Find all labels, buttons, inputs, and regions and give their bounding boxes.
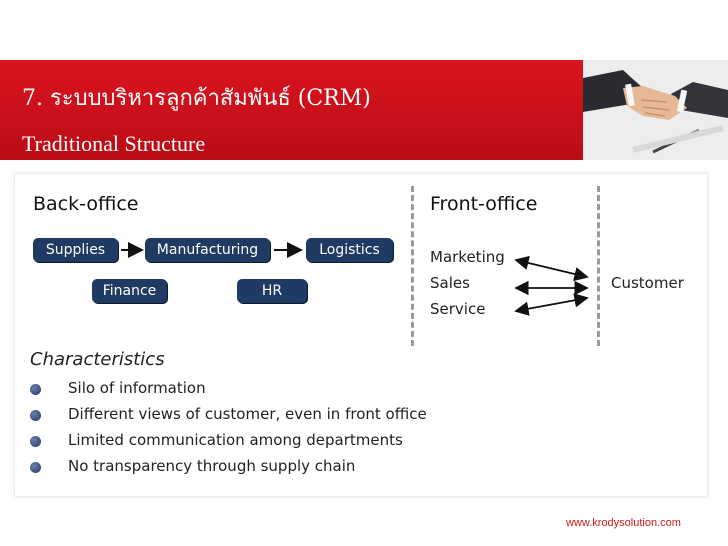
header-band (0, 60, 583, 160)
front-office-heading: Front-office (430, 193, 538, 215)
characteristics-title: Characteristics (30, 349, 165, 370)
hr-box: HR (237, 279, 307, 303)
customer-divider-line (597, 186, 600, 346)
back-office-heading: Back-office (33, 193, 139, 215)
marketing-label: Marketing (430, 248, 505, 266)
finance-box: Finance (92, 279, 167, 303)
handshake-image (583, 60, 728, 160)
bullet-icon (30, 436, 41, 447)
list-item: Silo of information (0, 379, 430, 399)
list-item: No transparency through supply chain (0, 457, 430, 477)
list-item-text: Limited communication among departments (68, 431, 403, 449)
list-item: Different views of customer, even in fro… (0, 405, 430, 425)
office-divider-line (411, 186, 414, 346)
logistics-box: Logistics (306, 238, 393, 262)
slide-title: 7. ระบบบริหารลูกค้าสัมพันธ์ (CRM) (22, 86, 371, 111)
manufacturing-box: Manufacturing (145, 238, 270, 262)
bullet-icon (30, 462, 41, 473)
sales-label: Sales (430, 274, 470, 292)
list-item-text: Different views of customer, even in fro… (68, 405, 427, 423)
list-item-text: Silo of information (68, 379, 206, 397)
bullet-icon (30, 410, 41, 421)
bullet-icon (30, 384, 41, 395)
service-label: Service (430, 300, 486, 318)
customer-label: Customer (611, 274, 684, 292)
content-panel (14, 173, 708, 497)
supplies-box: Supplies (33, 238, 118, 262)
list-item: Limited communication among departments (0, 431, 430, 451)
handshake-icon (583, 60, 728, 160)
list-item-text: No transparency through supply chain (68, 457, 356, 475)
footer-url: www.krodysolution.com (566, 517, 681, 529)
slide-subtitle: Traditional Structure (22, 131, 206, 156)
